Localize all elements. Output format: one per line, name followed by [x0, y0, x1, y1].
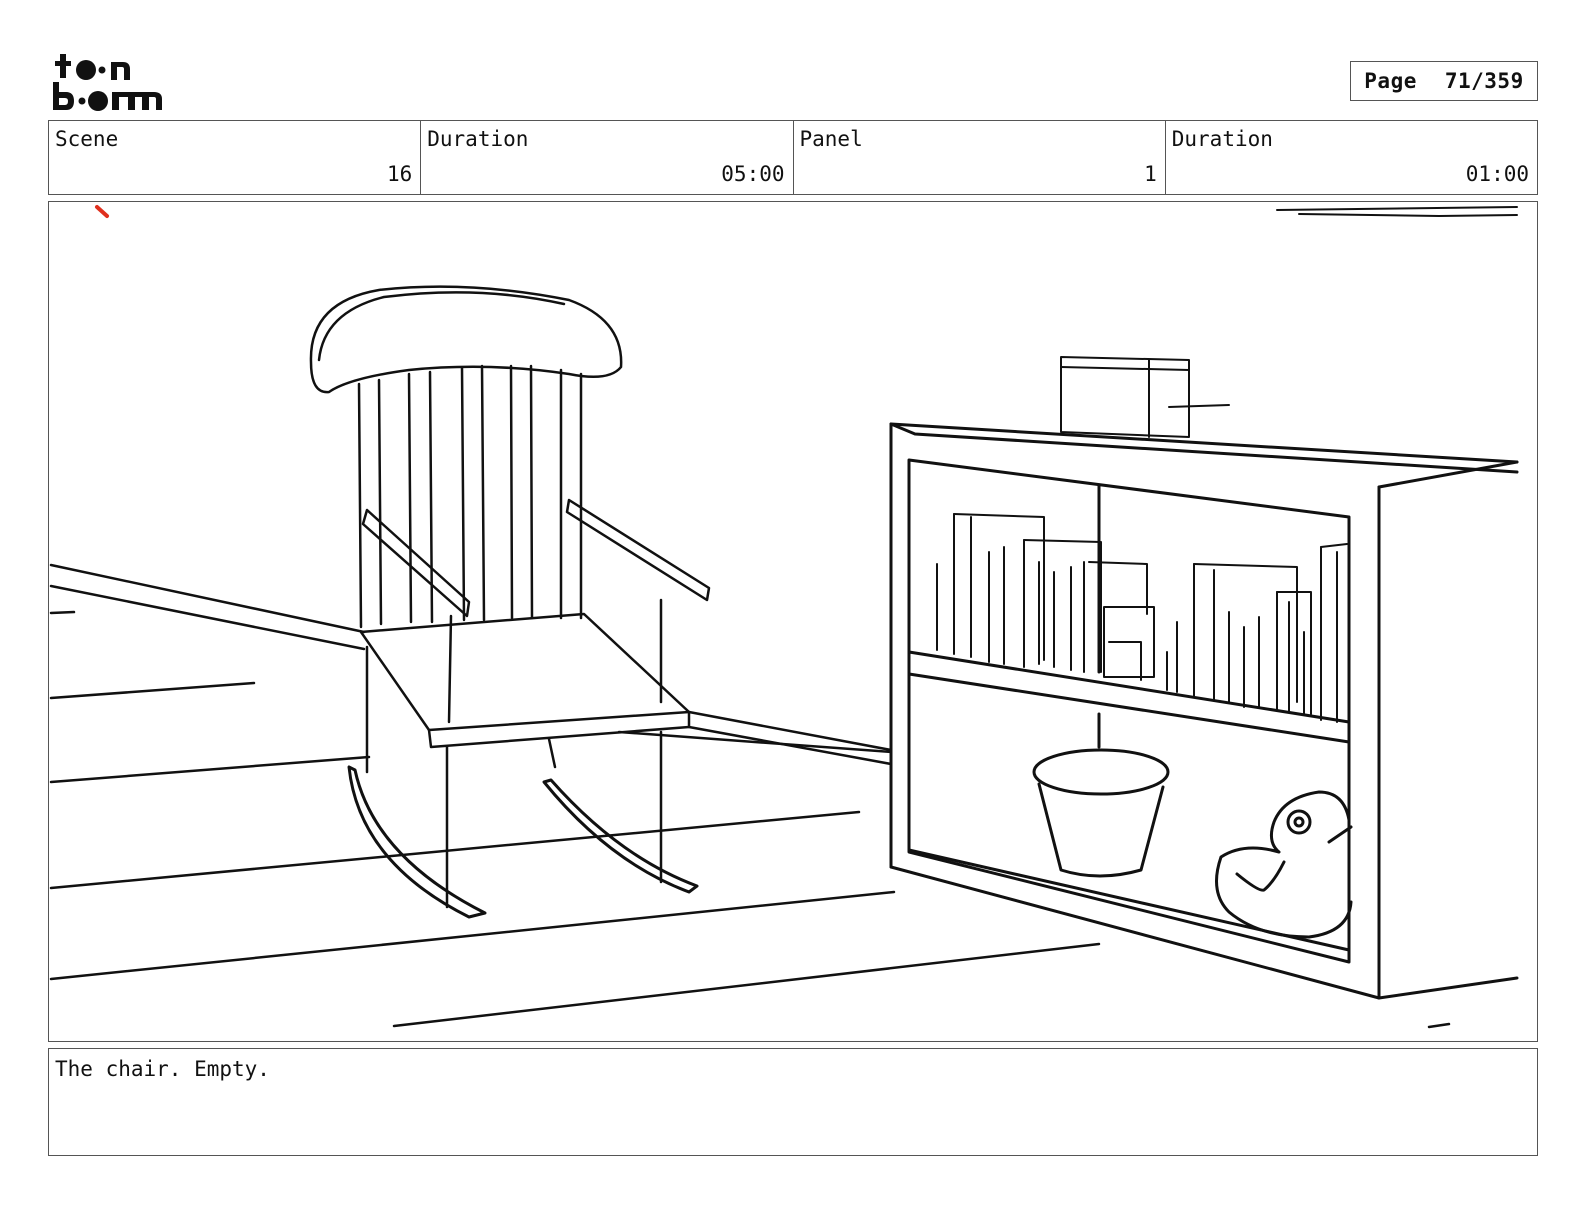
- page-label: Page: [1364, 69, 1417, 93]
- box: [1060, 356, 1230, 438]
- panel-value: 1: [1144, 162, 1157, 186]
- scene-cell: Scene 16: [49, 121, 422, 194]
- caption-box: The chair. Empty.: [48, 1048, 1538, 1156]
- toon-boom-logo: [53, 54, 162, 111]
- scene-value: 16: [386, 162, 413, 186]
- scene-duration-value: 05:00: [721, 162, 785, 186]
- books: [936, 513, 1348, 723]
- storyboard-info-row: Scene 16 Duration 05:00 Panel 1 Duration…: [48, 120, 1538, 195]
- flower-pot: [1032, 748, 1170, 878]
- panel-duration-cell: Duration 01:00: [1166, 121, 1537, 194]
- panel-label: Panel: [799, 127, 863, 151]
- page-number: 71/359: [1444, 69, 1524, 93]
- panel-cell: Panel 1: [794, 121, 1166, 194]
- panel-duration-label: Duration: [1171, 127, 1273, 151]
- scene-duration-cell: Duration 05:00: [421, 121, 794, 194]
- panel-duration-value: 01:00: [1465, 162, 1529, 186]
- caption-text: The chair. Empty.: [55, 1057, 270, 1081]
- bookshelf: [889, 422, 1519, 1000]
- rubber-duck: [1215, 790, 1353, 939]
- page-indicator: Page 71/359: [1350, 61, 1538, 101]
- room-floor-lines: [49, 563, 1451, 1029]
- scene-label: Scene: [55, 127, 119, 151]
- scene-duration-label: Duration: [427, 127, 529, 151]
- rocking-chair: [309, 285, 711, 919]
- storyboard-panel-drawing: [48, 201, 1538, 1042]
